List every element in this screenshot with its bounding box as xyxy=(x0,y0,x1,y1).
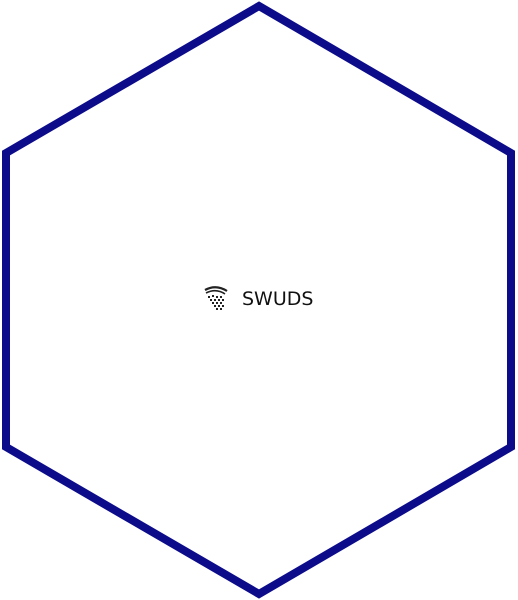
shower-icon xyxy=(202,285,230,313)
logo-text: SWUDS xyxy=(242,287,314,310)
logo: SWUDS xyxy=(202,283,313,315)
